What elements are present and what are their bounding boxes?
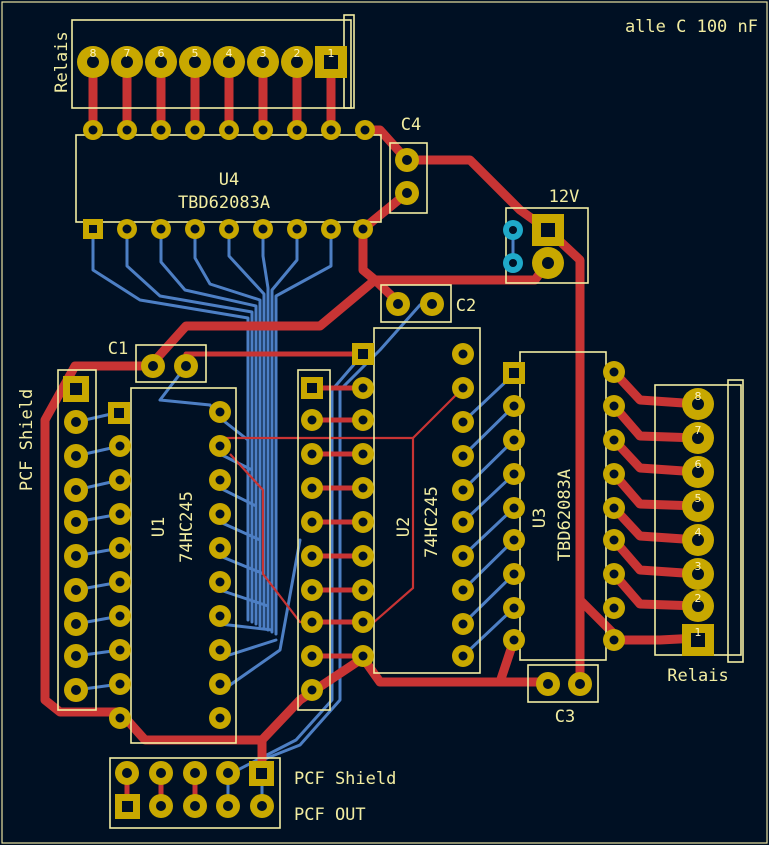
relais-right-pin-5: 5: [695, 492, 702, 505]
relais-top-pin-1: 1: [328, 47, 335, 60]
u2-value-label: 74HC245: [422, 486, 442, 558]
pcf-out-label: PCF OUT: [294, 805, 366, 825]
u1-ref-label: U1: [149, 517, 169, 537]
note-label: alle C 100 nF: [625, 17, 758, 37]
u1-value-label: 74HC245: [177, 491, 197, 563]
relais-right-pin-numbers: 8 7 6 5 4 3 2 1: [695, 390, 702, 639]
pads-u3: [503, 361, 625, 651]
c3-label: C3: [555, 707, 575, 727]
pads-capacitors: [141, 148, 592, 696]
relais-top-pin-2: 2: [294, 47, 301, 60]
relais-top-pin-7: 7: [124, 47, 131, 60]
pads-middle-header: [301, 377, 323, 701]
relais-top-pin-4: 4: [226, 47, 233, 60]
relais-right-pin-6: 6: [695, 458, 702, 471]
back-copper-traces: [74, 227, 516, 807]
pads-power-connector: [503, 214, 564, 279]
c4-label: C4: [401, 115, 421, 135]
power-connector-label: 12V: [549, 187, 580, 207]
relais-top-pin-5: 5: [192, 47, 199, 60]
relais-top-pin-3: 3: [260, 47, 267, 60]
pcf-shield-bottom-label: PCF Shield: [294, 769, 396, 789]
relais-top-label: Relais: [52, 31, 72, 92]
pads-u4: [83, 120, 375, 239]
u3-ref-label: U3: [530, 508, 550, 528]
relais-right-pin-1: 1: [695, 626, 702, 639]
pads-pcf-shield-left: [63, 376, 89, 702]
pads-u2: [352, 343, 474, 667]
pads-relais-right: [682, 388, 714, 656]
relais-right-label: Relais: [667, 666, 728, 686]
relais-top-pin-numbers: 8 7 6 5 4 3 2 1: [90, 47, 335, 60]
relais-right-pin-3: 3: [695, 560, 702, 573]
pads-relais-top: [77, 46, 347, 78]
relais-right-pin-4: 4: [695, 526, 702, 539]
front-copper-thin-traces: [220, 387, 464, 624]
u2-ref-label: U2: [394, 517, 414, 537]
relais-right-pin-2: 2: [695, 592, 702, 605]
u3-value-label: TBD62083A: [555, 469, 575, 561]
relais-top-pin-6: 6: [158, 47, 165, 60]
pads-u1: [108, 401, 231, 729]
pads-pcf-bottom: [115, 761, 274, 819]
relais-top-pin-8: 8: [90, 47, 97, 60]
relais-right-pin-7: 7: [695, 424, 702, 437]
c2-label: C2: [456, 296, 476, 316]
pcf-shield-left-label: PCF Shield: [17, 389, 37, 491]
relais-right-pin-8: 8: [695, 390, 702, 403]
u4-value-label: TBD62083A: [178, 193, 270, 213]
c1-label: C1: [108, 339, 128, 359]
u4-ref-label: U4: [219, 170, 239, 190]
